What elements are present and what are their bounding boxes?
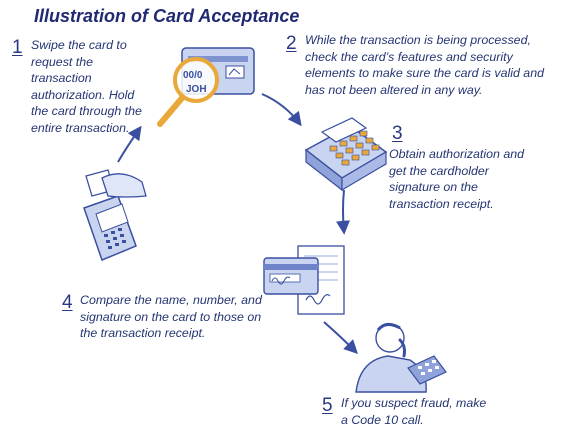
step-3-text: Obtain authorization and get the cardhol… bbox=[389, 147, 525, 211]
diagram-title: Illustration of Card Acceptance bbox=[34, 6, 300, 26]
step-4-number: 4 bbox=[62, 292, 73, 313]
step-5-number: 5 bbox=[322, 395, 333, 416]
person-on-phone-icon bbox=[355, 323, 447, 393]
arrow-1-to-2 bbox=[117, 125, 142, 163]
step-5-text: If you suspect fraud, make a Code 10 cal… bbox=[341, 396, 487, 427]
magnifier-card-icon: 00/0 JOH bbox=[157, 47, 255, 127]
card-swipe-terminal-icon bbox=[83, 169, 147, 261]
step-4-text: Compare the name, number, and signature … bbox=[80, 293, 262, 341]
arrow-4-to-5 bbox=[323, 321, 358, 354]
step-1-number: 1 bbox=[12, 37, 23, 58]
card-expiry-text: 00/0 bbox=[183, 70, 203, 81]
card-name-text: JOH bbox=[186, 84, 207, 95]
card-and-receipt-icon bbox=[263, 245, 345, 315]
step-3-number: 3 bbox=[392, 123, 403, 144]
arrow-3-to-4 bbox=[336, 189, 350, 235]
step-2-text: While the transaction is being processed… bbox=[305, 33, 544, 97]
step-1-text: Swipe the card to request the transactio… bbox=[31, 38, 142, 135]
keypad-terminal-icon bbox=[304, 117, 388, 192]
step-2-number: 2 bbox=[286, 33, 297, 54]
arrow-2-to-3 bbox=[261, 93, 302, 127]
